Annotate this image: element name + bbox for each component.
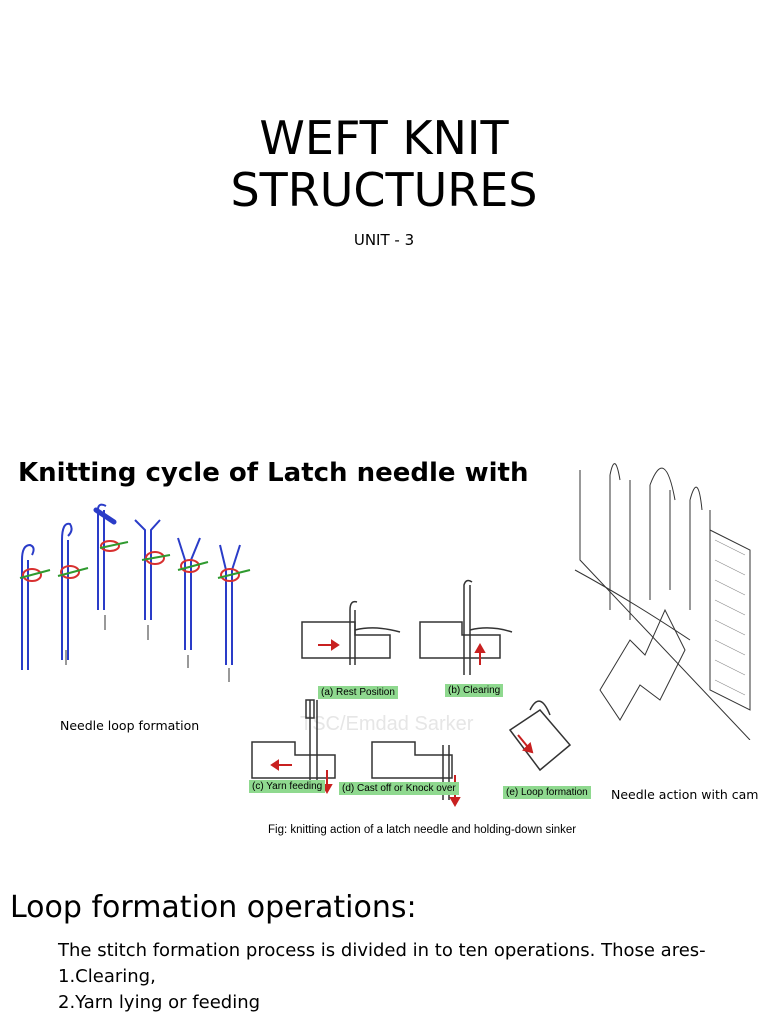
slide-title-line1: WEFT KNIT bbox=[259, 111, 509, 165]
slide-title-line2: STRUCTURES bbox=[230, 163, 538, 217]
caption-needle-action-cam: Needle action with cam bbox=[611, 787, 759, 802]
label-yarn-feeding: (c) Yarn feeding bbox=[249, 780, 326, 793]
needle-loop-illustration bbox=[19, 503, 251, 682]
needle-cam-illustration bbox=[574, 463, 751, 740]
operations-intro: The stitch formation process is divided … bbox=[58, 940, 706, 961]
label-cast-off: (d) Cast off or Knock over bbox=[339, 782, 459, 795]
label-rest-position: (a) Rest Position bbox=[318, 686, 398, 699]
slide-subtitle: UNIT - 3 bbox=[353, 231, 415, 249]
operations-text: The stitch formation process is divided … bbox=[58, 940, 748, 1014]
watermark-text: TSC/Emdad Sarker bbox=[300, 713, 474, 735]
list-item: 2.Yarn lying or feeding bbox=[58, 992, 261, 1013]
label-loop-formation: (e) Loop formation bbox=[503, 786, 591, 799]
figure-caption: Fig: knitting action of a latch needle a… bbox=[268, 824, 577, 836]
label-clearing: (b) Clearing bbox=[445, 684, 504, 697]
list-item: 1.Clearing, bbox=[58, 966, 156, 987]
caption-needle-loop-formation: Needle loop formation bbox=[60, 718, 200, 733]
knitting-cycle-heading: Knitting cycle of Latch needle with bbox=[18, 458, 529, 488]
slide-title: WEFT KNIT STRUCTURES bbox=[0, 112, 768, 216]
loop-formation-heading: Loop formation operations: bbox=[10, 890, 417, 925]
latch-needle-diagram: TSC/Emdad Sarker bbox=[251, 579, 572, 808]
